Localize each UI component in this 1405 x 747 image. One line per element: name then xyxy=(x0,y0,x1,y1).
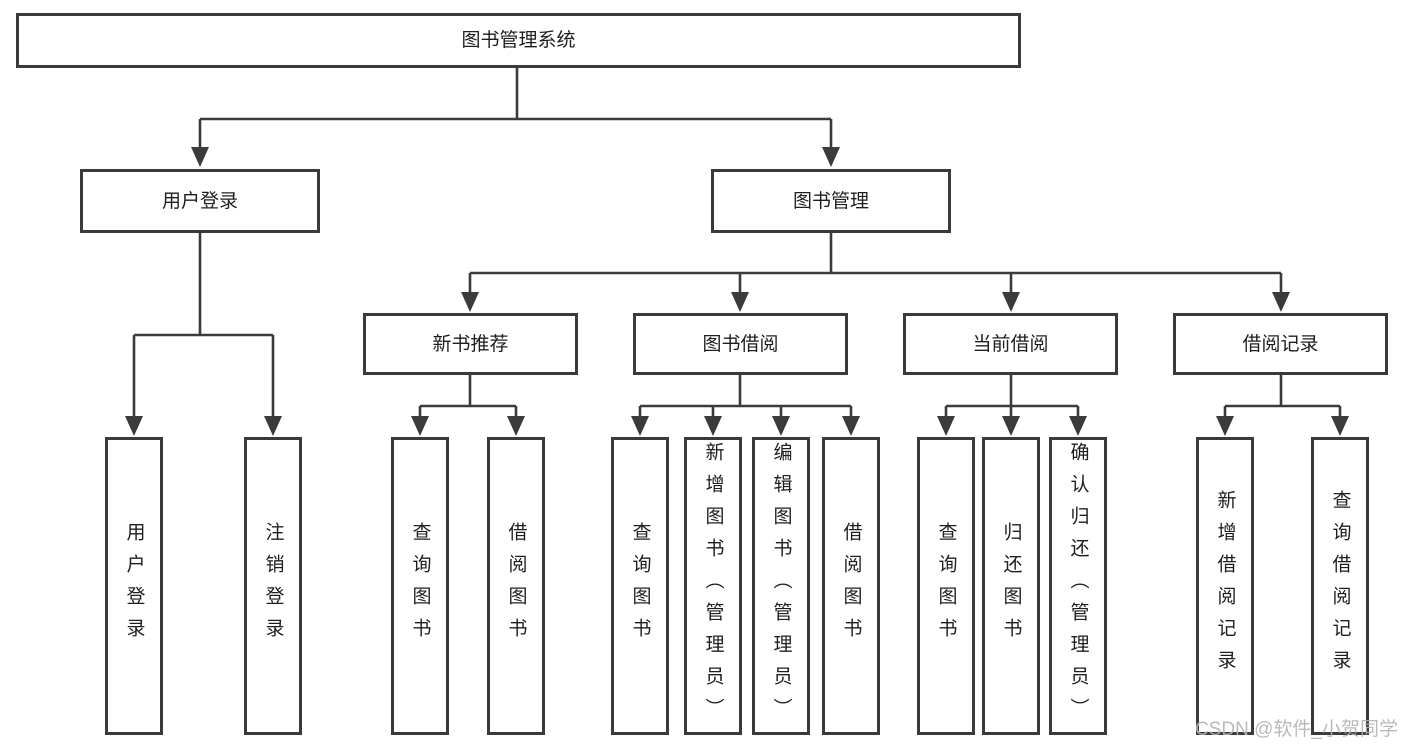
leaf-query-books-borrow: 查询图书 xyxy=(611,437,669,735)
leaf-query-books-current: 查询图书 xyxy=(917,437,975,735)
leaf-query-books-recommend: 查询图书 xyxy=(391,437,449,735)
leaf-return-books: 归还图书 xyxy=(982,437,1040,735)
leaf-borrow-books-recommend: 借阅图书 xyxy=(487,437,545,735)
csdn-watermark: CSDN @软件_小贺同学 xyxy=(1195,719,1398,740)
leaf-add-borrow-record: 新增借阅记录 xyxy=(1196,437,1254,735)
node-new-book-recommend: 新书推荐 xyxy=(363,313,578,375)
node-borrow-records: 借阅记录 xyxy=(1173,313,1388,375)
node-current-borrow: 当前借阅 xyxy=(903,313,1118,375)
leaf-logout: 注销登录 xyxy=(244,437,302,735)
node-user-login: 用户登录 xyxy=(80,169,320,233)
leaf-borrow-books-borrow: 借阅图书 xyxy=(822,437,880,735)
leaf-user-login: 用户登录 xyxy=(105,437,163,735)
node-book-management: 图书管理 xyxy=(711,169,951,233)
leaf-confirm-return-admin: 确认归还（管理员） xyxy=(1049,437,1107,735)
leaf-query-borrow-record: 查询借阅记录 xyxy=(1311,437,1369,735)
leaf-edit-book-admin: 编辑图书（管理员） xyxy=(752,437,810,735)
node-book-borrow: 图书借阅 xyxy=(633,313,848,375)
leaf-add-book-admin: 新增图书（管理员） xyxy=(684,437,742,735)
node-root: 图书管理系统 xyxy=(16,13,1021,68)
